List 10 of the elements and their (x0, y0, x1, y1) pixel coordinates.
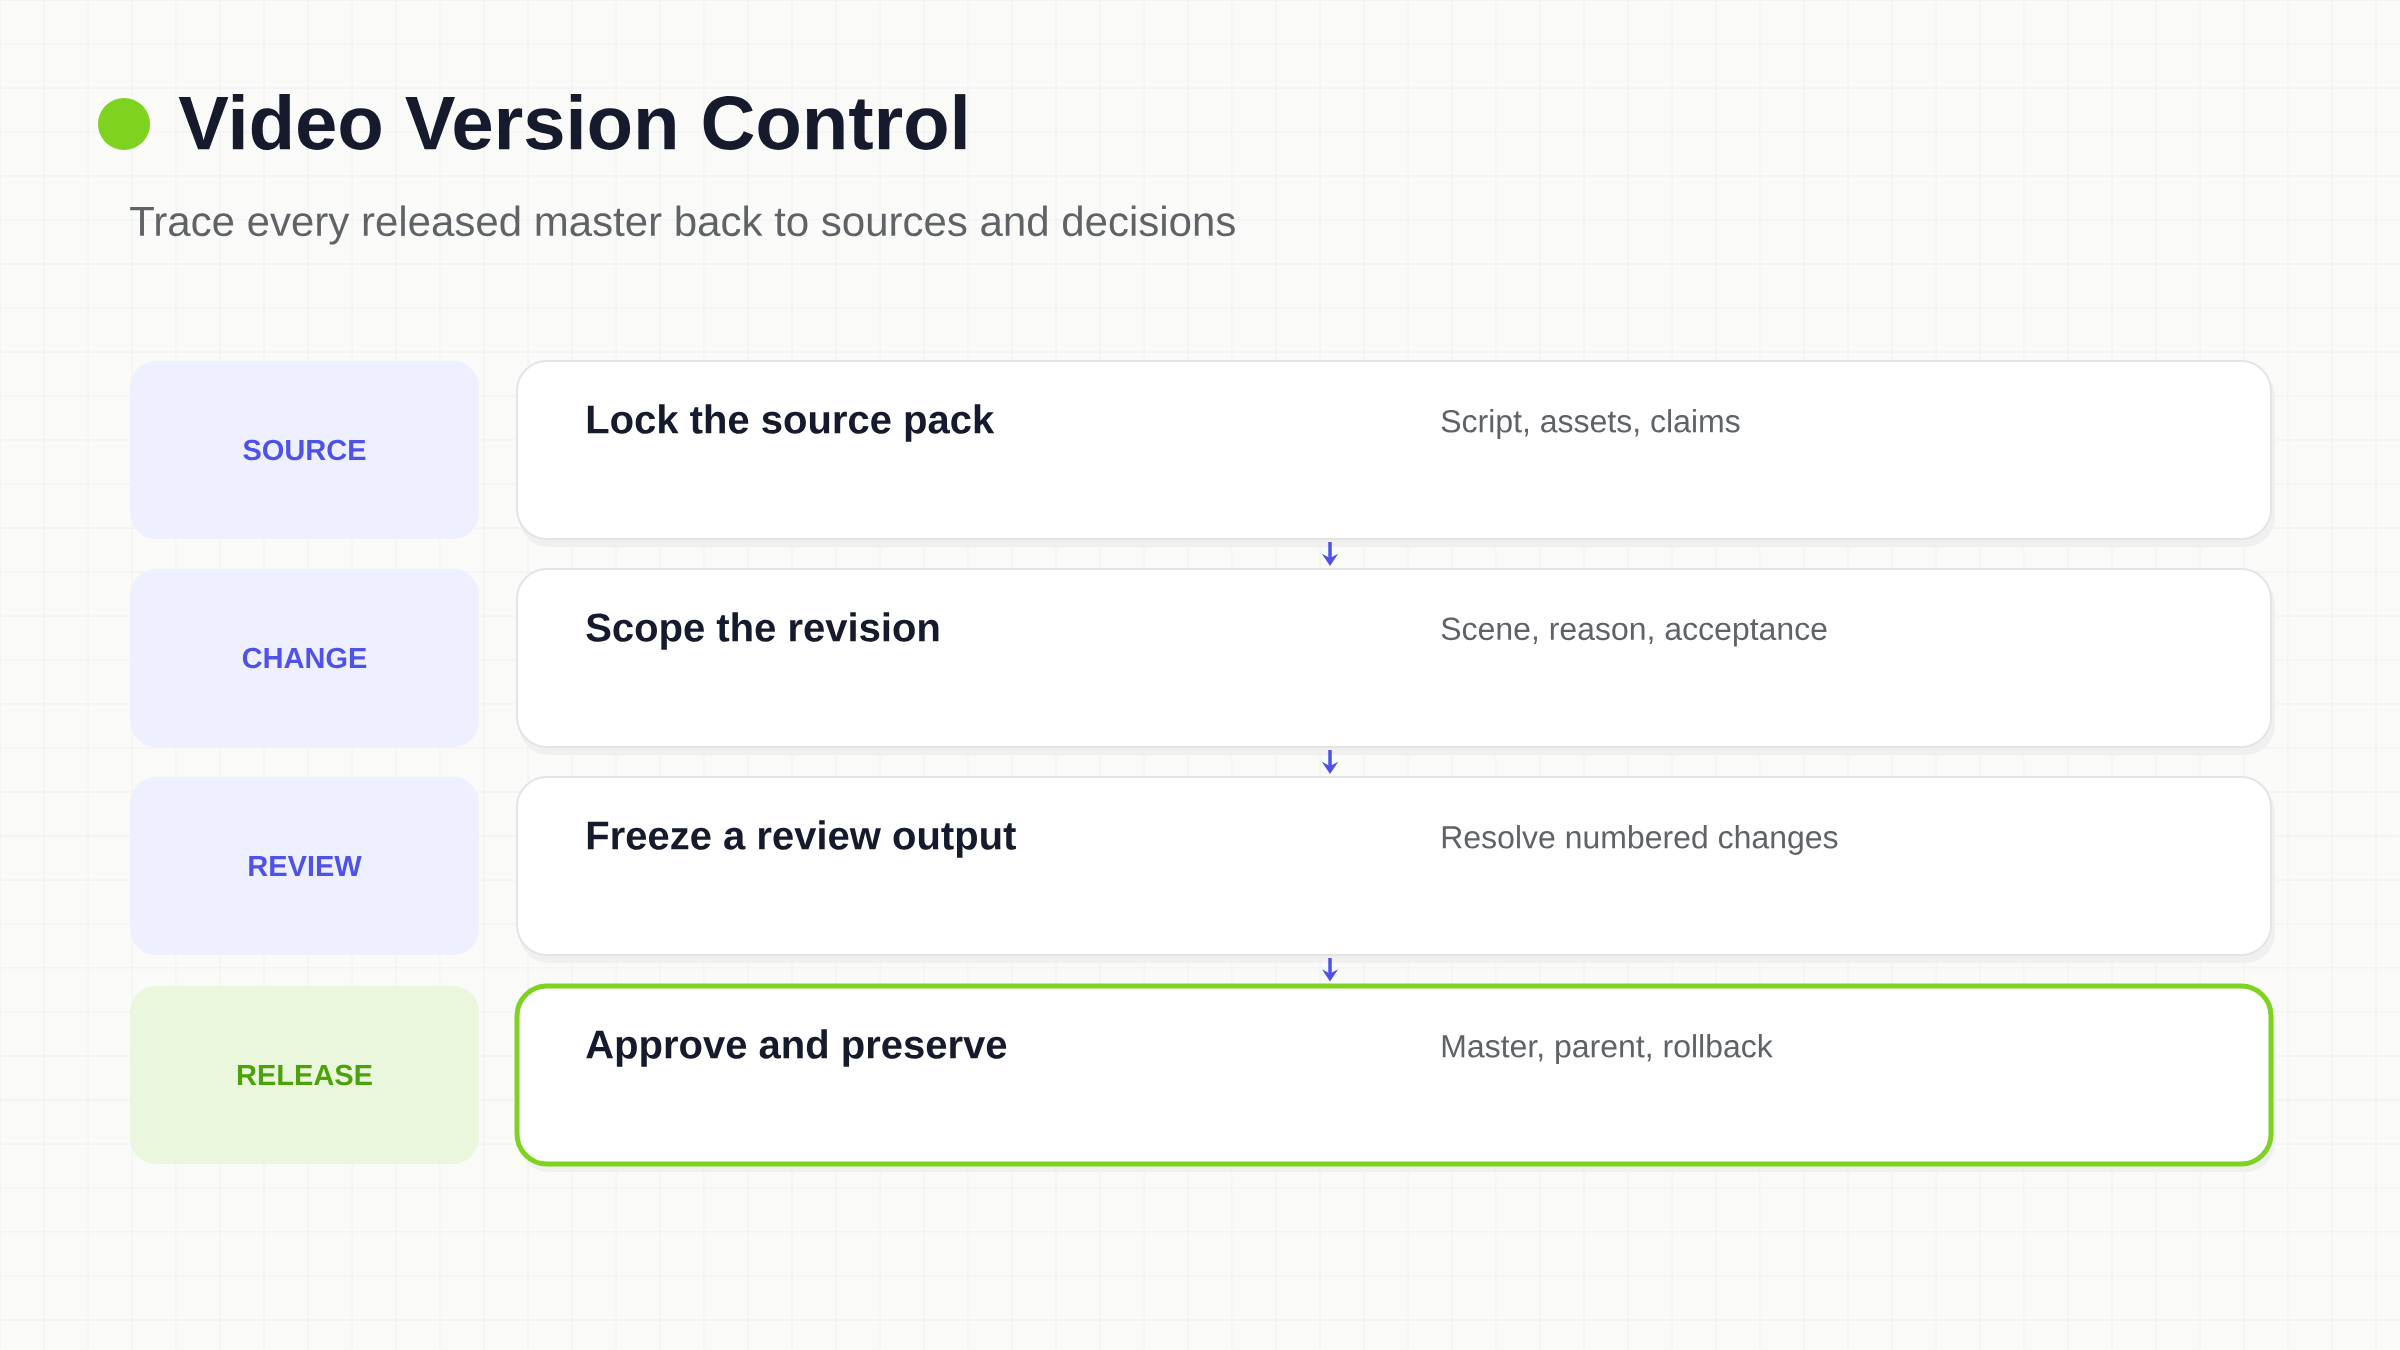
step-card: Lock the source pack Script, assets, claims (516, 360, 2276, 547)
step-card: Approve and preserve Master, parent, rollback (514, 983, 2276, 1172)
stage-box: REVIEW (130, 777, 479, 955)
title: Video Version Control (178, 94, 966, 150)
step-card: Scope the revision Scene, reason, acceptance (516, 568, 2276, 755)
stage-box: RELEASE (130, 986, 479, 1164)
stage-box: SOURCE (130, 361, 479, 539)
stage-box: CHANGE (130, 569, 479, 747)
subtitle: Trace every released master back to sources and decisions (130, 205, 1235, 245)
step-card: Freeze a review output Resolve numbered changes (516, 776, 2276, 963)
